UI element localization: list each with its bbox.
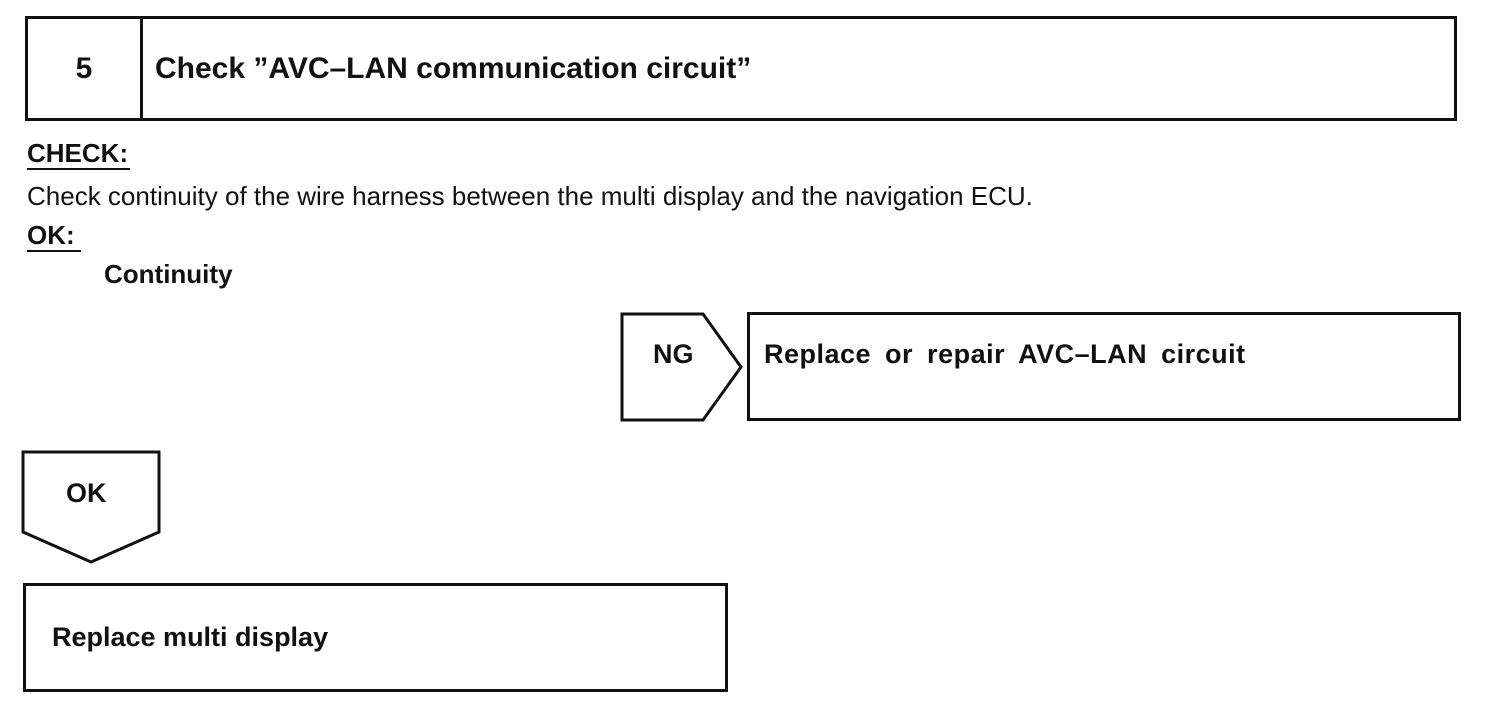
ok-action-box: Replace multi display (23, 583, 728, 692)
ng-label: NG (653, 339, 694, 369)
ng-action-text: Replace or repair AVC–LAN circuit (764, 339, 1246, 369)
ng-action-box: Replace or repair AVC–LAN circuit (747, 312, 1461, 421)
check-label: CHECK: (27, 138, 131, 170)
ok-action-text: Replace multi display (52, 622, 329, 652)
ok-label: OK: (27, 220, 81, 252)
step-title: Check ”AVC–LAN communication circuit” (155, 51, 752, 85)
step-number: 5 (28, 19, 143, 118)
check-instruction: Check continuity of the wire harness bet… (27, 181, 1033, 211)
ng-arrow-shape (620, 312, 743, 422)
ok-arrow-label: OK (66, 478, 107, 508)
ok-criteria: Continuity (104, 259, 233, 289)
ok-arrow-shape (21, 450, 161, 564)
step-header: 5 Check ”AVC–LAN communication circuit” (25, 16, 1457, 121)
